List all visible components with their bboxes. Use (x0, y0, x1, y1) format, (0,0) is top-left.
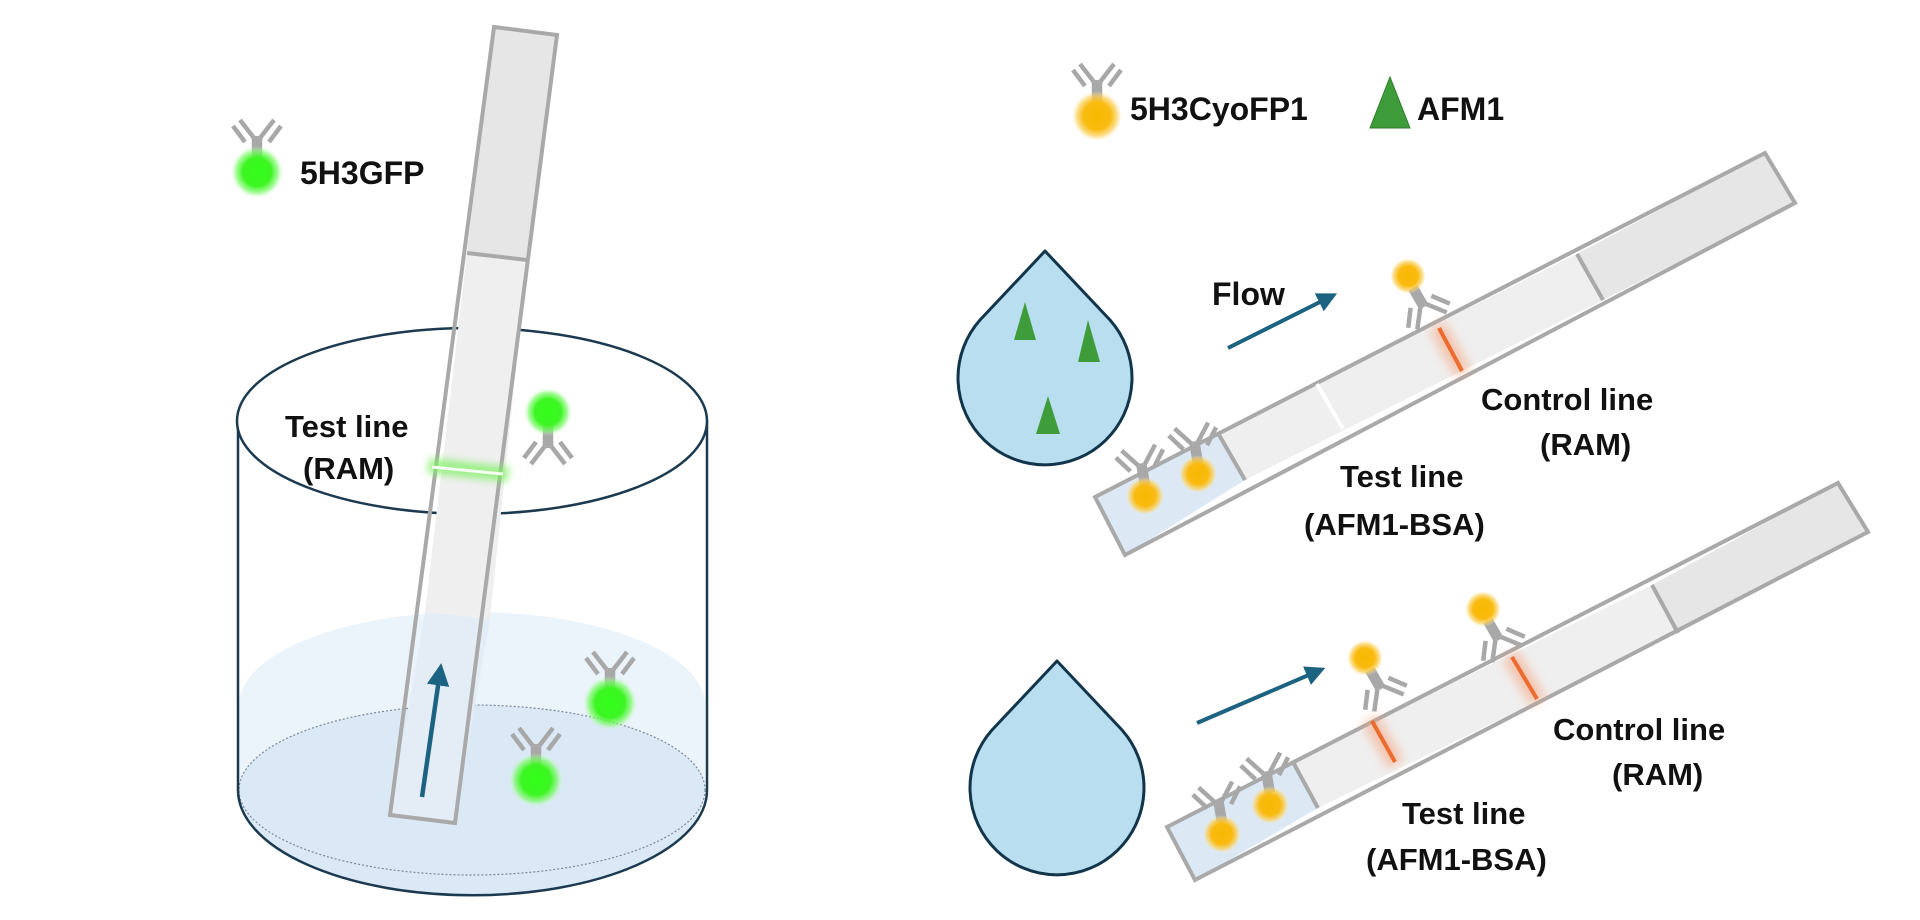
legend-5h3cyofp1: 5H3CyoFP1 (1072, 64, 1308, 141)
dipstick-strip (387, 24, 560, 826)
legend-afm1: AFM1 (1369, 75, 1504, 129)
sample-drop-icon (956, 249, 1134, 467)
beaker (235, 326, 709, 897)
control-line (1429, 321, 1471, 378)
legend-label-afm1: AFM1 (1417, 91, 1504, 127)
liquid-surface-outline (238, 704, 706, 876)
control-line-label-1: Control line (1553, 712, 1725, 747)
antibody-gfp-icon (524, 388, 572, 464)
strip-pad-divider (1216, 432, 1247, 481)
antibody-gfp-icon (583, 652, 637, 730)
test-line-label-2: (AFM1-BSA) (1366, 842, 1547, 877)
strip-absorbent-pad (1577, 153, 1795, 300)
test-line-label-2: (RAM) (303, 451, 394, 486)
beaker-bottom (236, 789, 709, 897)
antibody-cyofp-icon (1465, 591, 1528, 666)
antibody-cyofp-icon (1168, 421, 1222, 493)
strip-pad-divider (1575, 253, 1605, 301)
left-panel: 5H3GFP (231, 24, 709, 897)
control-line (1502, 650, 1546, 706)
strip-sample-pad (1167, 762, 1318, 880)
antibody-cyofp-icon (1072, 64, 1122, 141)
strip-membrane (1218, 254, 1603, 480)
test-line-label-2: (AFM1-BSA) (1304, 507, 1485, 542)
control-line-label-1: Control line (1481, 382, 1653, 417)
antibody-gfp-icon (509, 728, 563, 807)
test-strip-1 (1092, 150, 1798, 558)
antibody-cyofp-icon (1240, 751, 1294, 824)
legend-5h3gfp: 5H3GFP (231, 120, 424, 198)
strip-pad-divider (466, 251, 528, 262)
antibody-gfp-icon (231, 120, 283, 198)
scenario-positive: Flow (956, 150, 1798, 558)
test-line (1362, 714, 1404, 769)
antibody-cyofp-icon (1347, 640, 1410, 715)
test-line-label-1: Test line (1340, 459, 1463, 494)
triangle-afm1-icon (1078, 320, 1100, 362)
strip-membrane (425, 253, 527, 619)
test-line-label-1: Test line (1402, 796, 1525, 831)
triangle-afm1-icon (1369, 75, 1411, 129)
test-line-label-1: Test line (285, 409, 408, 444)
triangle-afm1-icon (1036, 396, 1060, 434)
liquid-bottom (239, 705, 705, 895)
flow-arrow-icon (1196, 666, 1326, 725)
right-panel: 5H3CyoFP1 AFM1 Flow (956, 64, 1871, 883)
antibody-cyofp-icon (1192, 780, 1246, 853)
scenario-negative: Test line (AFM1-BSA) Control line (RAM) (968, 480, 1871, 883)
strip-pad-divider (1291, 761, 1320, 809)
triangle-afm1-icon (1014, 302, 1036, 340)
arrow-up-icon (419, 663, 450, 798)
control-line-label-2: (RAM) (1612, 757, 1703, 792)
legend-label-5h3gfp: 5H3GFP (300, 155, 424, 191)
strip-absorbent-pad (1652, 483, 1868, 633)
test-line-blank (1315, 382, 1345, 431)
sample-drop-icon (968, 659, 1146, 877)
legend-label-5h3cyofp1: 5H3CyoFP1 (1130, 91, 1308, 127)
flow-label: Flow (1212, 276, 1285, 312)
antibody-cyofp-icon (1115, 443, 1169, 515)
strip-pad-divider (1650, 584, 1680, 634)
antibody-cyofp-icon (1390, 258, 1453, 333)
strip-sample-end (390, 612, 490, 823)
control-line-label-2: (RAM) (1540, 427, 1631, 462)
flow-arrow-icon (1227, 293, 1338, 350)
test-line-green (427, 458, 510, 482)
